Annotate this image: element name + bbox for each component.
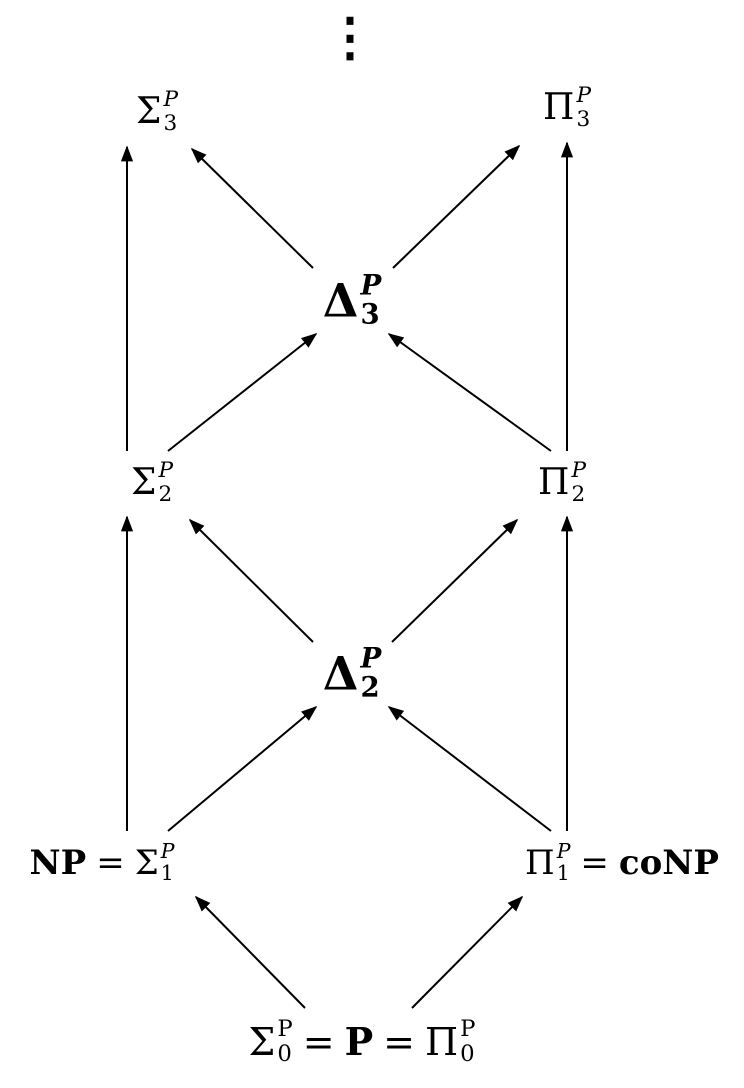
node-np-equals-sigma-1: NP = Σ P 1 xyxy=(29,839,175,886)
sigma-0-superscript: P xyxy=(277,1015,293,1042)
node-pi-2: Π P 2 xyxy=(538,458,586,507)
delta-3-symbol: Δ xyxy=(322,273,359,327)
pi-2-symbol: Π xyxy=(538,462,570,503)
node-delta-2: Δ P 2 xyxy=(322,641,382,704)
delta-3-superscript: P xyxy=(360,268,382,302)
sigma-1-superscript: P xyxy=(160,839,175,864)
pi-0-scripts: P 0 xyxy=(460,1015,476,1067)
equals-sign: = xyxy=(302,1020,335,1064)
pi-1-subscript: 1 xyxy=(556,861,570,886)
edge-delta2-to-pi2 xyxy=(391,518,519,643)
edge-pi2-to-delta3 xyxy=(387,333,552,452)
delta-3-scripts: P 3 xyxy=(360,268,382,331)
node-sigma-0-p-pi-0: Σ P 0 = P = Π P 0 xyxy=(248,1015,476,1067)
sigma-1-symbol: Σ xyxy=(134,843,159,883)
pi-3-superscript: P xyxy=(576,83,591,108)
pi-2-scripts: P 2 xyxy=(571,458,586,507)
sigma-0-subscript: 0 xyxy=(277,1040,292,1067)
pi-1-scripts: P 1 xyxy=(556,839,571,886)
pi-1-symbol: Π xyxy=(525,843,555,883)
vertical-ellipsis: ⋮ xyxy=(324,12,376,64)
edge-sigma1-to-delta2 xyxy=(167,705,318,832)
sigma-3-symbol: Σ xyxy=(136,91,162,132)
sigma-0-symbol: Σ xyxy=(248,1020,276,1064)
edge-bottom-to-pi1 xyxy=(411,895,524,1009)
edge-bottom-to-sigma1 xyxy=(194,895,306,1009)
sigma-3-scripts: P 3 xyxy=(163,87,178,136)
np-label: NP xyxy=(29,843,87,883)
sigma-0-scripts: P 0 xyxy=(277,1015,293,1067)
edge-pi1-to-delta2 xyxy=(387,706,552,832)
sigma-1-scripts: P 1 xyxy=(160,839,175,886)
p-label: P xyxy=(344,1019,374,1064)
node-sigma-3: Σ P 3 xyxy=(136,87,178,136)
sigma-2-subscript: 2 xyxy=(158,481,173,507)
equals-sign: = xyxy=(96,843,125,883)
node-pi-1-equals-conp: Π P 1 = coNP xyxy=(525,839,719,886)
delta-2-subscript: 2 xyxy=(360,670,380,704)
edge-delta2-to-sigma2 xyxy=(188,518,314,643)
delta-3-subscript: 3 xyxy=(360,297,380,331)
sigma-3-superscript: P xyxy=(163,87,178,112)
node-pi-3: Π P 3 xyxy=(543,83,591,132)
pi-0-symbol: Π xyxy=(425,1020,459,1064)
edge-sigma2-to-delta3 xyxy=(167,333,318,452)
sigma-3-subscript: 3 xyxy=(163,110,178,136)
pi-1-superscript: P xyxy=(556,839,571,864)
edge-delta3-to-sigma3 xyxy=(190,147,314,269)
delta-2-symbol: Δ xyxy=(322,646,359,700)
sigma-2-superscript: P xyxy=(158,458,173,483)
conp-label: coNP xyxy=(618,843,719,883)
pi-2-subscript: 2 xyxy=(571,481,586,507)
pi-2-superscript: P xyxy=(571,458,586,483)
equals-sign: = xyxy=(383,1020,415,1064)
sigma-2-symbol: Σ xyxy=(131,462,157,503)
sigma-2-scripts: P 2 xyxy=(158,458,173,507)
edge-delta3-to-pi3 xyxy=(392,144,521,269)
pi-3-symbol: Π xyxy=(543,87,575,128)
pi-0-superscript: P xyxy=(460,1015,476,1042)
equals-sign: = xyxy=(580,843,609,883)
pi-0-subscript: 0 xyxy=(460,1040,475,1067)
delta-2-scripts: P 2 xyxy=(360,641,382,704)
delta-2-superscript: P xyxy=(360,641,382,675)
node-delta-3: Δ P 3 xyxy=(322,268,382,331)
vertical-ellipsis-glyph: ⋮ xyxy=(324,7,376,68)
node-sigma-2: Σ P 2 xyxy=(131,458,173,507)
sigma-1-subscript: 1 xyxy=(160,861,174,886)
pi-3-subscript: 3 xyxy=(576,106,591,132)
pi-3-scripts: P 3 xyxy=(576,83,591,132)
